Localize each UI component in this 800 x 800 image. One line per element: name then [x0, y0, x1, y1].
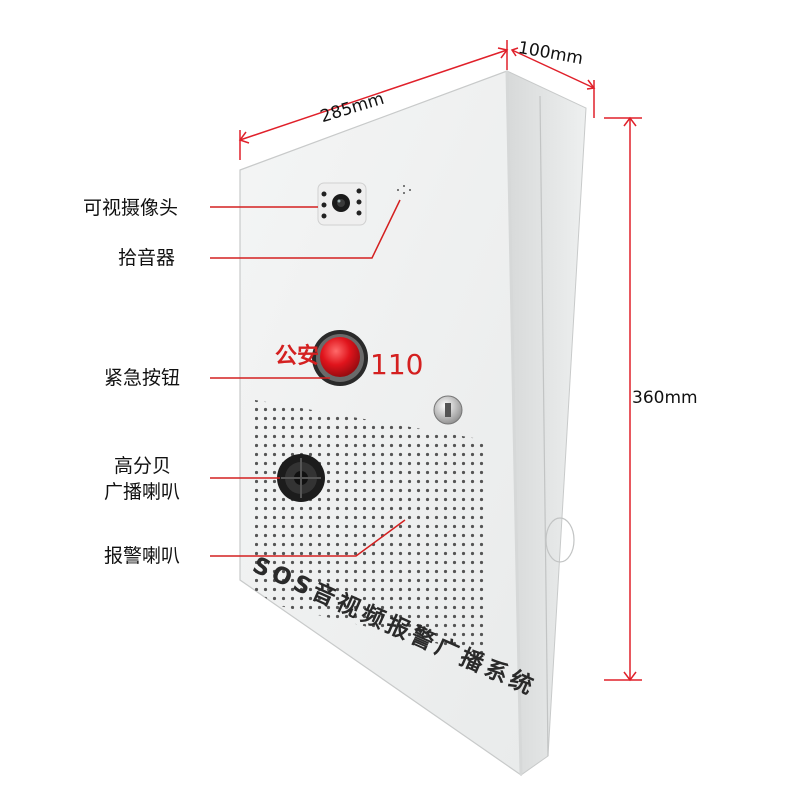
camera-module	[317, 182, 367, 226]
height-dimension-label: 360mm	[632, 388, 698, 408]
broadcast-speaker-shape	[277, 454, 325, 502]
callout-broadcast-speaker-line2: 广播喇叭	[104, 481, 181, 503]
callout-emergency-button: 紧急按钮	[104, 367, 181, 389]
lock-shape	[433, 395, 463, 425]
emergency-number: 110	[370, 348, 424, 381]
callout-camera: 可视摄像头	[83, 197, 179, 219]
callout-lines	[210, 199, 406, 557]
callout-broadcast-speaker-line1: 高分贝	[114, 455, 172, 477]
callout-microphone: 拾音器	[118, 247, 176, 269]
dimension-lines	[238, 40, 642, 682]
microphone-pinholes	[397, 185, 411, 194]
cable-knockout	[545, 517, 575, 563]
emergency-button-shape	[312, 330, 368, 386]
police-label: 公安	[275, 344, 320, 369]
callout-alarm-speaker: 报警喇叭	[104, 545, 181, 567]
